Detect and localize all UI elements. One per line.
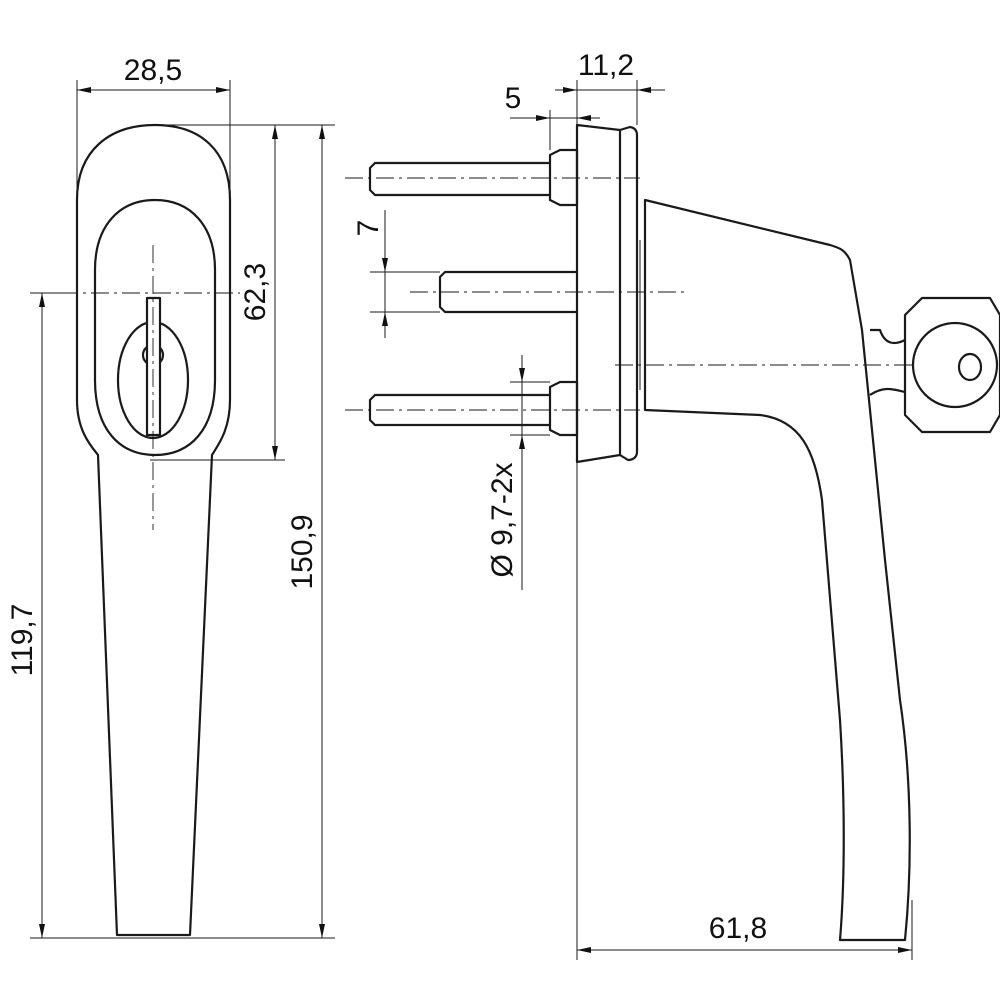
dim-projection: 11,2: [578, 49, 634, 82]
dim-screw-diameter: Ø 9,7-2x: [486, 462, 519, 577]
rosette-outline: [93, 198, 217, 457]
key-bow-ring: [911, 321, 999, 409]
screw-top: [368, 148, 579, 207]
dim-axis-to-bottom: 119,7: [6, 604, 39, 677]
screw-bottom: [368, 380, 579, 437]
side-view: 11,2 5 7 Ø 9,7-2x 61,8: [345, 49, 1000, 960]
key-bow: [903, 296, 1000, 434]
handle-outline: [75, 123, 232, 937]
key-hole: [957, 352, 983, 382]
dim-width: 28,5: [124, 54, 182, 87]
dim-spindle-square: 7: [352, 220, 385, 237]
dim-spindle-offset: 5: [505, 82, 522, 115]
front-view: 28,5 62,3 150,9 119,7: [6, 54, 335, 939]
handle-side: [643, 198, 911, 942]
cover-plate: [619, 125, 639, 462]
dim-handle-depth: 61,8: [709, 912, 767, 945]
dim-rosette-height: 62,3: [239, 263, 272, 321]
spindle: [438, 270, 577, 314]
key-blade: [145, 296, 162, 437]
dim-total-height: 150,9: [286, 514, 319, 589]
backplate: [575, 123, 622, 464]
